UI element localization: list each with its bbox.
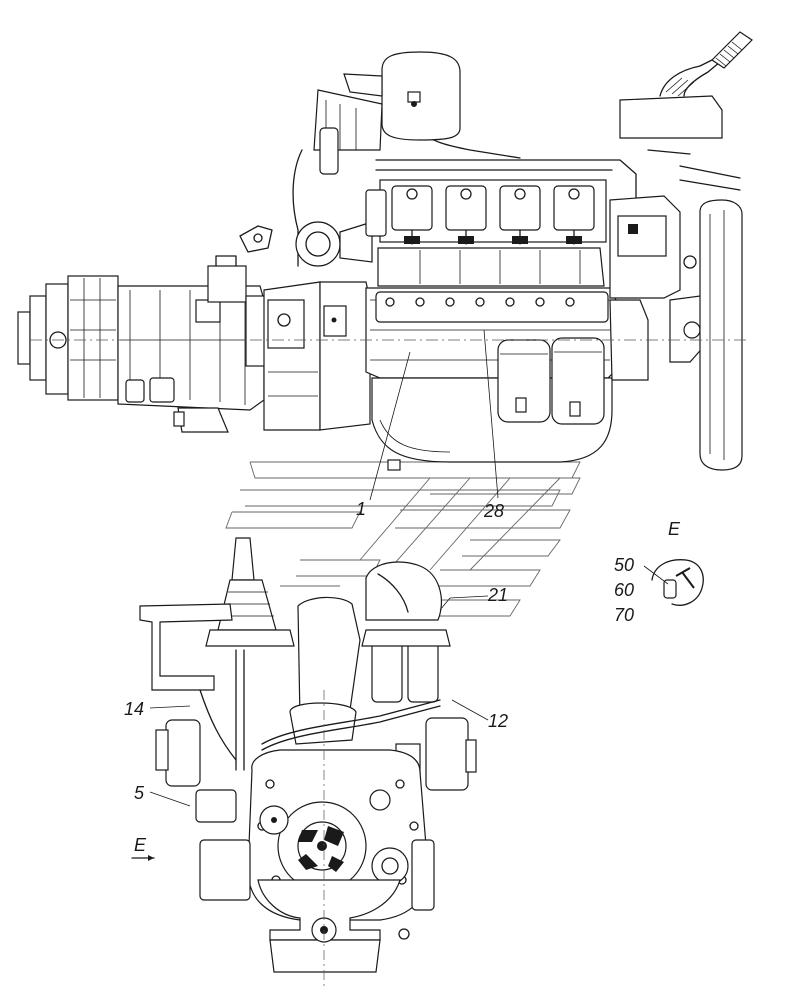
gearbox-mount: [177, 407, 229, 433]
callout-1: 1: [356, 499, 367, 519]
callout-28: 28: [484, 501, 505, 521]
aux-gear: [371, 847, 409, 885]
leader-28: [483, 329, 499, 499]
detail-e-inset: [643, 559, 704, 606]
oil-filter-right: [551, 337, 605, 425]
flange-plate: [17, 311, 31, 365]
air-intake-end: [297, 596, 361, 721]
shifter-console: [619, 95, 723, 139]
turbocharger: [295, 221, 341, 267]
view-arrow-letter: E: [134, 835, 147, 855]
callout-5: 5: [134, 783, 145, 803]
oil-pan-end: [269, 939, 381, 973]
shift-platform: [139, 603, 233, 691]
callout-50: 50: [614, 555, 635, 575]
right-side-unit: [425, 717, 469, 791]
exhaust-manifold: [377, 247, 605, 287]
shift-boot: [659, 59, 721, 97]
gearbox-rear-housing: [67, 275, 119, 401]
left-side-unit: [165, 719, 201, 787]
detail-view-letter: E: [668, 519, 681, 539]
callout-12: 12: [488, 711, 509, 731]
detail-e-outline: [651, 559, 704, 606]
fuel-line-top: [375, 159, 637, 201]
shift-lever-end: [231, 537, 255, 581]
leader-12: [451, 699, 489, 721]
leader-21: [449, 595, 489, 599]
shift-lever: [711, 31, 753, 69]
filter-round: [365, 561, 442, 621]
callout-70: 70: [614, 605, 635, 625]
callout-14: 14: [124, 699, 145, 719]
callout-60: 60: [614, 580, 635, 600]
callout-21: 21: [488, 585, 509, 605]
flywheel-housing: [319, 281, 371, 431]
leader-5: [149, 791, 191, 807]
leader-1: [369, 351, 411, 501]
engine-end-view: [131, 537, 489, 990]
projection-ghost-lines: [225, 461, 581, 617]
intake-manifold-tube: [375, 291, 609, 323]
fan-pulley: [699, 199, 743, 471]
expansion-tank: [381, 51, 461, 141]
engine-side-view: [17, 31, 753, 501]
pipe-12: [261, 699, 441, 745]
leader-14: [149, 705, 191, 709]
hose-left: [292, 149, 303, 267]
gear-shift-housing: [207, 265, 247, 303]
pulley-hub: [683, 321, 701, 339]
